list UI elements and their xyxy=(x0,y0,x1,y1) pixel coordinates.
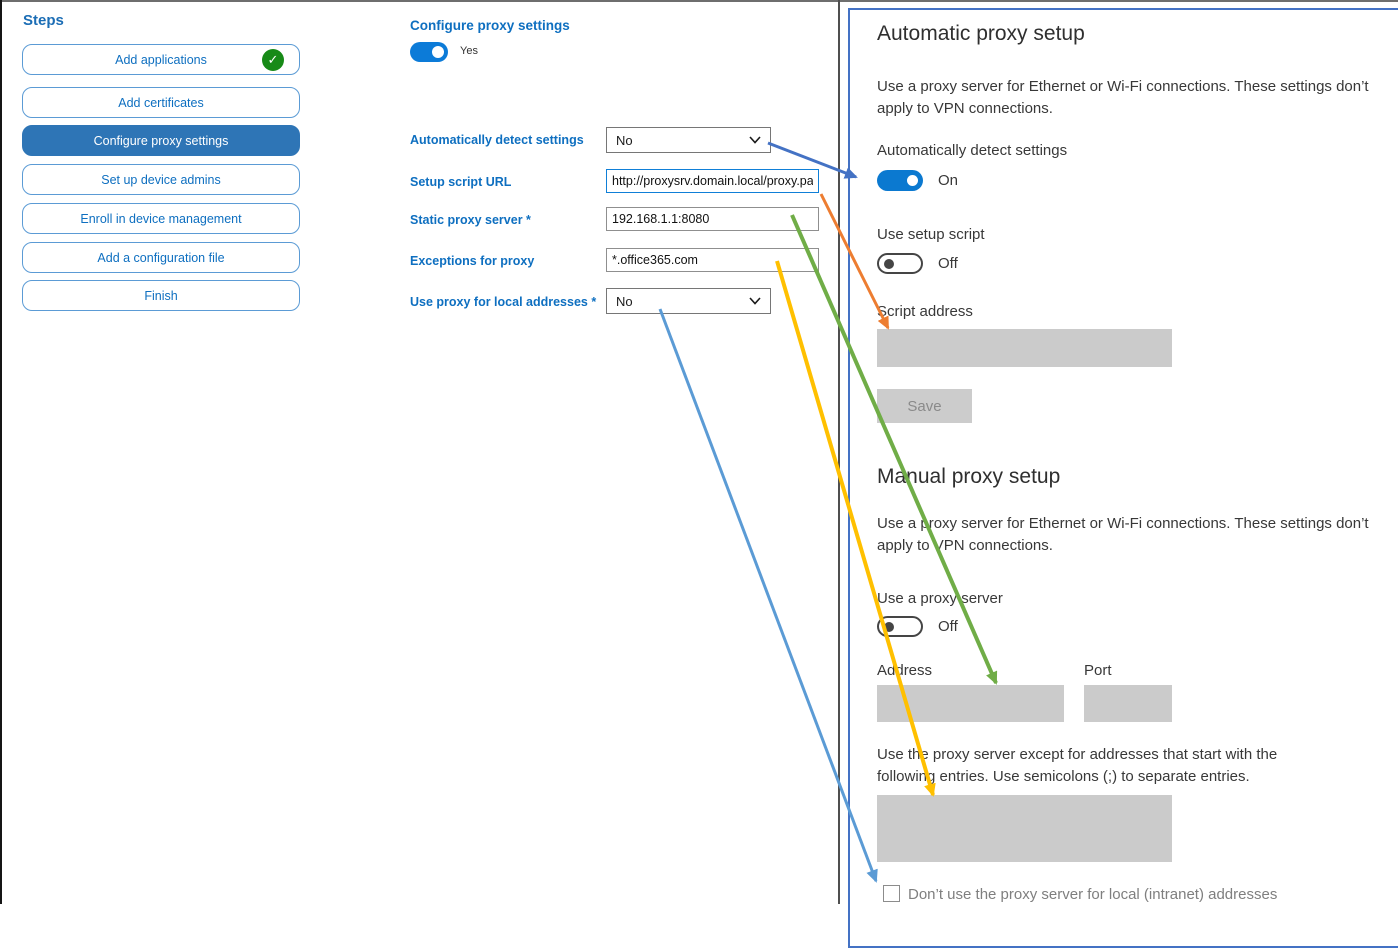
manual-proxy-description: Use a proxy server for Ethernet or Wi-Fi… xyxy=(877,515,1369,554)
use-proxy-server-state: Off xyxy=(938,618,958,635)
detect-settings-dropdown[interactable]: No xyxy=(606,127,771,153)
script-address-label: Script address xyxy=(877,303,973,320)
step-label: Set up device admins xyxy=(101,172,221,187)
toggle-knob xyxy=(884,621,894,632)
use-proxy-server-label: Use a proxy server xyxy=(877,590,1003,607)
save-button[interactable]: Save xyxy=(877,389,972,423)
form-title: Configure proxy settings xyxy=(410,18,570,33)
field-label-exceptions: Exceptions for proxy xyxy=(410,254,535,268)
automatic-proxy-description: Use a proxy server for Ethernet or Wi-Fi… xyxy=(877,78,1369,117)
step-add-configuration-file[interactable]: Add a configuration file xyxy=(22,242,300,273)
detect-settings-toggle[interactable] xyxy=(877,170,923,191)
field-label-script-url: Setup script URL xyxy=(410,175,512,189)
address-label: Address xyxy=(877,662,933,679)
step-add-certificates[interactable]: Add certificates xyxy=(22,87,300,118)
dropdown-value: No xyxy=(616,293,633,309)
toggle-knob xyxy=(884,258,894,269)
proxy-exceptions-input[interactable] xyxy=(606,248,819,272)
step-set-up-device-admins[interactable]: Set up device admins xyxy=(22,164,300,195)
step-label: Configure proxy settings xyxy=(93,133,229,148)
step-label: Finish xyxy=(144,288,178,303)
automatic-proxy-heading: Automatic proxy setup xyxy=(877,22,1085,45)
port-label: Port xyxy=(1084,662,1112,679)
use-proxy-server-toggle[interactable] xyxy=(877,616,923,637)
step-enroll-device-management[interactable]: Enroll in device management xyxy=(22,203,300,234)
proxy-exceptions-field[interactable] xyxy=(877,795,1172,862)
panel-divider xyxy=(838,0,840,904)
windows-proxy-settings-panel: Automatic proxy setup Use a proxy server… xyxy=(848,8,1398,948)
configure-proxy-toggle-state: Yes xyxy=(460,45,478,57)
dropdown-value: No xyxy=(616,132,633,148)
field-label-local-addresses: Use proxy for local addresses * xyxy=(410,295,597,309)
detect-settings-state: On xyxy=(938,172,959,189)
local-intranet-checkbox[interactable] xyxy=(883,885,900,902)
setup-script-url-input[interactable] xyxy=(606,169,819,193)
detect-settings-label: Automatically detect settings xyxy=(877,142,1068,159)
window-top-border xyxy=(0,0,1398,2)
step-configure-proxy-settings[interactable]: Configure proxy settings xyxy=(22,125,300,156)
use-setup-script-state: Off xyxy=(938,255,958,272)
field-label-static-proxy: Static proxy server * xyxy=(410,213,531,227)
proxy-address-field[interactable] xyxy=(877,685,1064,722)
step-label: Enroll in device management xyxy=(80,211,242,226)
static-proxy-server-input[interactable] xyxy=(606,207,819,231)
toggle-knob xyxy=(907,175,918,186)
step-label: Add a configuration file xyxy=(97,250,225,265)
local-addresses-dropdown[interactable]: No xyxy=(606,288,771,314)
script-address-field[interactable] xyxy=(877,329,1172,367)
chevron-down-icon xyxy=(749,297,761,305)
configure-proxy-toggle[interactable] xyxy=(410,42,448,62)
step-label: Add certificates xyxy=(118,95,204,110)
step-label: Add applications xyxy=(115,52,207,67)
proxy-exceptions-description: Use the proxy server except for addresse… xyxy=(877,746,1278,785)
use-setup-script-toggle[interactable] xyxy=(877,253,923,274)
manual-proxy-heading: Manual proxy setup xyxy=(877,465,1061,488)
step-add-applications[interactable]: Add applications ✓ xyxy=(22,44,300,75)
window-left-border xyxy=(0,0,2,904)
step-finish[interactable]: Finish xyxy=(22,280,300,311)
toggle-knob xyxy=(432,46,444,58)
proxy-port-field[interactable] xyxy=(1084,685,1172,722)
local-intranet-checkbox-label: Don’t use the proxy server for local (in… xyxy=(908,886,1278,903)
local-addresses-arrow xyxy=(658,308,878,883)
field-label-detect: Automatically detect settings xyxy=(410,133,584,147)
use-setup-script-label: Use setup script xyxy=(877,226,985,243)
steps-title: Steps xyxy=(23,12,64,29)
chevron-down-icon xyxy=(749,136,761,144)
completed-check-icon: ✓ xyxy=(262,49,284,71)
